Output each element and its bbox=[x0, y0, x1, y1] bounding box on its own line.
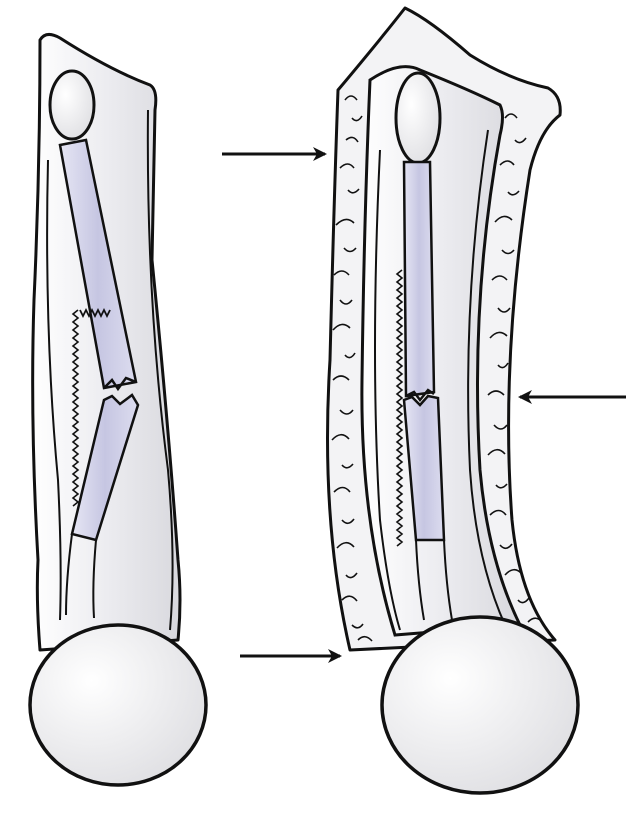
left-distal-head bbox=[30, 625, 206, 785]
right-distal-head bbox=[382, 617, 578, 793]
cast-after-three-point-molding bbox=[328, 8, 579, 793]
cast-before-three-point-molding bbox=[30, 34, 206, 785]
right-bone-upper-fragment bbox=[404, 162, 434, 396]
left-upper-oval bbox=[50, 71, 94, 139]
right-upper-oval bbox=[396, 73, 440, 163]
